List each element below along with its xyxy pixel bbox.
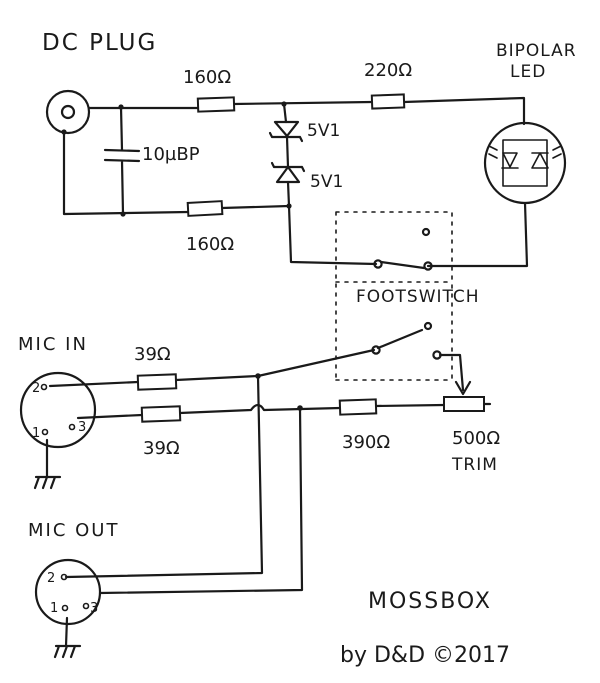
wire-dc-bottom	[62, 130, 291, 216]
wire-out-pin3	[98, 406, 304, 595]
trimmer-500	[438, 353, 492, 412]
wire-out-pin2	[64, 374, 264, 579]
mic-out-pin-3: 3	[90, 601, 98, 616]
resistor-39-top-label: 39Ω	[134, 344, 171, 365]
resistor-160-bottom	[186, 200, 224, 217]
resistor-160-bottom-label: 160Ω	[186, 234, 234, 255]
zener-bottom-label: 5V1	[310, 172, 343, 192]
diagram-title: MOSSBOX	[368, 589, 492, 614]
dc-plug-label: DC PLUG	[42, 30, 157, 56]
capacitor-label: 10µBP	[142, 144, 200, 165]
bipolar-led-label: BIPOLAR	[496, 41, 577, 61]
wire-dc-top	[87, 96, 526, 126]
capacitor-10u	[103, 104, 141, 217]
wire-mic-in-pin2	[48, 374, 260, 388]
wire-390-to-trim	[374, 403, 446, 408]
resistor-39-bottom	[140, 405, 182, 423]
resistor-160-top-label: 160Ω	[183, 67, 231, 88]
resistor-39-bottom-label: 39Ω	[143, 438, 180, 459]
credit-text: by D&D ©2017	[340, 643, 510, 668]
wire-led-return	[287, 201, 529, 268]
resistor-390-label: 390Ω	[342, 432, 390, 453]
mic-in-pin-2: 2	[32, 381, 40, 396]
mic-in-label: MIC IN	[18, 334, 88, 355]
footswitch-label: FOOTSWITCH	[356, 287, 480, 307]
zener-diodes	[268, 101, 306, 209]
mic-out-label: MIC OUT	[28, 520, 119, 541]
mic-out-connector	[34, 558, 102, 659]
mic-out-pin-2: 2	[47, 571, 55, 586]
resistor-390	[338, 398, 378, 416]
trim-label: TRIM	[451, 455, 498, 475]
zener-top-label: 5V1	[307, 121, 340, 141]
mic-in-pin-3: 3	[78, 420, 86, 435]
wire-to-footswitch	[256, 348, 376, 378]
mic-out-pin-1: 1	[50, 601, 58, 616]
mic-in-pin-1: 1	[32, 426, 40, 441]
resistor-39-top	[136, 373, 178, 391]
trim-value-label: 500Ω	[452, 428, 500, 449]
dc-plug	[45, 89, 91, 135]
resistor-220-label: 220Ω	[364, 60, 412, 81]
resistor-160-top	[196, 96, 236, 113]
mic-in-connector	[19, 371, 97, 490]
footswitch-lower-contacts	[371, 321, 442, 360]
resistor-220	[370, 93, 406, 110]
bipolar-led	[483, 121, 567, 205]
led-label: LED	[510, 62, 546, 82]
footswitch-enclosure	[335, 211, 453, 381]
footswitch-upper-contacts	[373, 227, 433, 271]
